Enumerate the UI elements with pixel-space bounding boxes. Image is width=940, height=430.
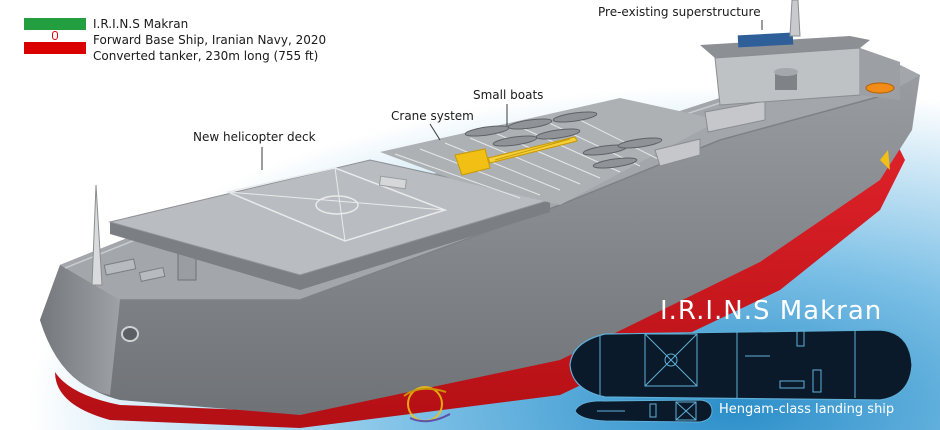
watermark-logo bbox=[403, 386, 451, 423]
ship-role: Forward Base Ship, Iranian Navy, 2020 bbox=[93, 33, 327, 47]
hengam-silhouette bbox=[574, 399, 713, 423]
flag-band-green bbox=[24, 18, 86, 30]
flag-band-red bbox=[24, 42, 86, 54]
label-crane-system: Crane system bbox=[391, 109, 474, 123]
helipad-circle bbox=[315, 195, 359, 215]
flag-emblem-icon bbox=[52, 31, 58, 40]
crane bbox=[454, 136, 578, 176]
leader-lines bbox=[261, 20, 763, 170]
ship-name: I.R.I.N.S Makran bbox=[93, 17, 189, 31]
hull-red-waterline bbox=[55, 140, 905, 428]
ship-origin: Converted tanker, 230m long (755 ft) bbox=[93, 49, 319, 63]
hawse-hole bbox=[121, 326, 139, 342]
comparison-title: I.R.I.N.S Makran bbox=[660, 296, 883, 326]
label-superstructure: Pre-existing superstructure bbox=[598, 5, 761, 19]
makran-silhouette bbox=[569, 329, 913, 401]
comparison-caption: Hengam-class landing ship bbox=[719, 402, 895, 417]
superstructure bbox=[700, 0, 900, 170]
label-small-boats: Small boats bbox=[473, 88, 544, 102]
bow-mast bbox=[91, 184, 103, 286]
flag-band-white bbox=[24, 30, 86, 42]
label-helicopter-deck: New helicopter deck bbox=[193, 130, 316, 144]
iran-flag bbox=[24, 18, 86, 54]
small-boats-group bbox=[464, 111, 663, 169]
lifeboat bbox=[865, 82, 895, 94]
helicopter-deck-side bbox=[110, 200, 550, 290]
